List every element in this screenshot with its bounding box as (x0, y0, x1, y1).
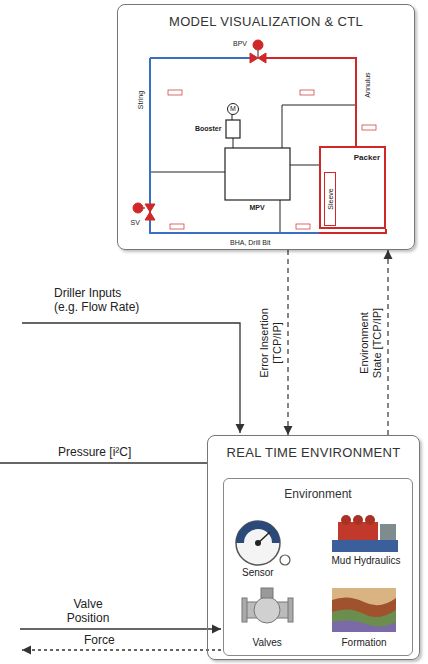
formation-icon (332, 609, 396, 632)
part-name: M (228, 104, 238, 114)
valve-symbol (253, 40, 263, 50)
part-label: Annulus (363, 72, 371, 97)
icon-label: Sensor (242, 567, 274, 579)
sensor-icon (236, 521, 280, 565)
sensor-icon (280, 555, 290, 565)
gauge-tag (170, 224, 184, 229)
part-label: BHA, Drill Bit (230, 239, 270, 247)
schematic-wire (280, 200, 281, 232)
formation-icon (332, 597, 396, 632)
schematic-wire (151, 172, 225, 173)
link-label: Error Insertion [TCP/IP] (258, 305, 284, 381)
gauge-tag (300, 90, 314, 95)
pump-icon (332, 515, 398, 552)
sensor-icon (236, 521, 290, 565)
sleeve-box: Sleeve (324, 172, 336, 226)
panel-title: Environment (284, 479, 351, 501)
tcp-link-arrow (287, 250, 288, 435)
formation-icon (332, 620, 396, 632)
schematic-wire (233, 138, 234, 148)
link-label: Environment State [TCP/IP] (358, 305, 384, 381)
packer-box: PackerSleeve (319, 146, 386, 229)
signal-label: Valve Position (60, 598, 116, 626)
pump-icon (341, 515, 351, 525)
schematic-pipe (150, 58, 319, 233)
pump-icon (332, 540, 398, 552)
gauge-tag (168, 90, 182, 95)
part-label: Booster (195, 125, 221, 133)
gauge-tag (362, 125, 376, 130)
part-label: String (137, 91, 145, 109)
pump-icon (380, 524, 396, 540)
valve-icon (254, 597, 280, 623)
schematic-pipe (266, 58, 356, 146)
pump-icon (353, 515, 363, 525)
schematic-wire (290, 165, 319, 166)
valve-symbol (250, 53, 266, 63)
panel-title: MODEL VISUALIZATION & CTL (169, 5, 363, 29)
part-label: BPV (233, 40, 247, 48)
schematic-pipe (150, 57, 250, 59)
valve-symbol (145, 204, 155, 220)
tcp-link-arrow (387, 250, 388, 435)
schematic-pipe (150, 58, 386, 233)
schematic-box (225, 120, 290, 200)
valve-symbol (133, 40, 266, 220)
schematic-pipe (319, 229, 386, 233)
signal-line (0, 323, 240, 650)
valve-icon (242, 598, 247, 622)
gauge-tag (168, 90, 376, 229)
signal-line (0, 462, 207, 463)
part-label: SV (131, 219, 140, 227)
valve-icon (242, 588, 293, 623)
part-name: Sleeve (326, 188, 335, 209)
schematic-box (225, 148, 290, 200)
icon-label: Valves (253, 637, 282, 649)
part-label: MPV (250, 204, 265, 212)
valve-icon (261, 588, 273, 598)
formation-icon (332, 588, 396, 632)
signal-line (20, 628, 221, 629)
signal-label: Force (84, 634, 115, 648)
schematic-box (226, 120, 240, 138)
part-name: Packer (321, 148, 384, 162)
signal-line (22, 649, 221, 650)
signal-line (22, 323, 240, 433)
sensor-icon (255, 540, 261, 546)
panel-box: REAL TIME ENVIRONMENT Environment (207, 435, 420, 660)
panel-title: REAL TIME ENVIRONMENT (227, 436, 401, 460)
icon-label: Mud Hydraulics (332, 555, 401, 567)
signal-label: Driller Inputs (e.g. Flow Rate) (54, 287, 144, 315)
schematic-wire (282, 105, 355, 148)
panel-box: MODEL VISUALIZATION & CTL M PackerSleeve (117, 4, 415, 250)
gauge-tag (296, 224, 310, 229)
schematic-wire (258, 50, 259, 58)
schematic-wire (142, 50, 355, 232)
pump-icon (365, 515, 375, 525)
icon-label: Formation (342, 637, 387, 649)
signal-label: Pressure [i²C] (58, 446, 131, 460)
valve-symbol (133, 203, 143, 213)
motor-circle: M (227, 103, 239, 115)
valve-icon (288, 598, 293, 622)
formation-icon (332, 588, 396, 632)
